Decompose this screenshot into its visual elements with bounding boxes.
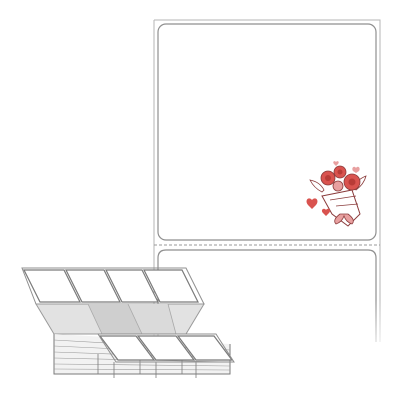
fanfold-label [65, 269, 121, 303]
fanfold-label [143, 269, 199, 303]
heart-icon [306, 198, 318, 209]
fanfold-label [105, 269, 159, 303]
flower-bouquet-icon [306, 161, 367, 227]
fanfold-label [98, 335, 156, 361]
heart-icon [321, 208, 331, 216]
fanfold-label [176, 335, 234, 361]
bottom-label-row [97, 333, 235, 363]
bouquet-bow [334, 213, 354, 225]
fanfold-stack [21, 267, 235, 378]
fanfold-label [136, 335, 196, 361]
top-label-row [21, 267, 205, 305]
fanfold-label [23, 269, 81, 303]
heart-icon [352, 166, 360, 173]
flower [332, 180, 344, 192]
fold-section [35, 303, 205, 335]
heart-icon [333, 161, 339, 166]
